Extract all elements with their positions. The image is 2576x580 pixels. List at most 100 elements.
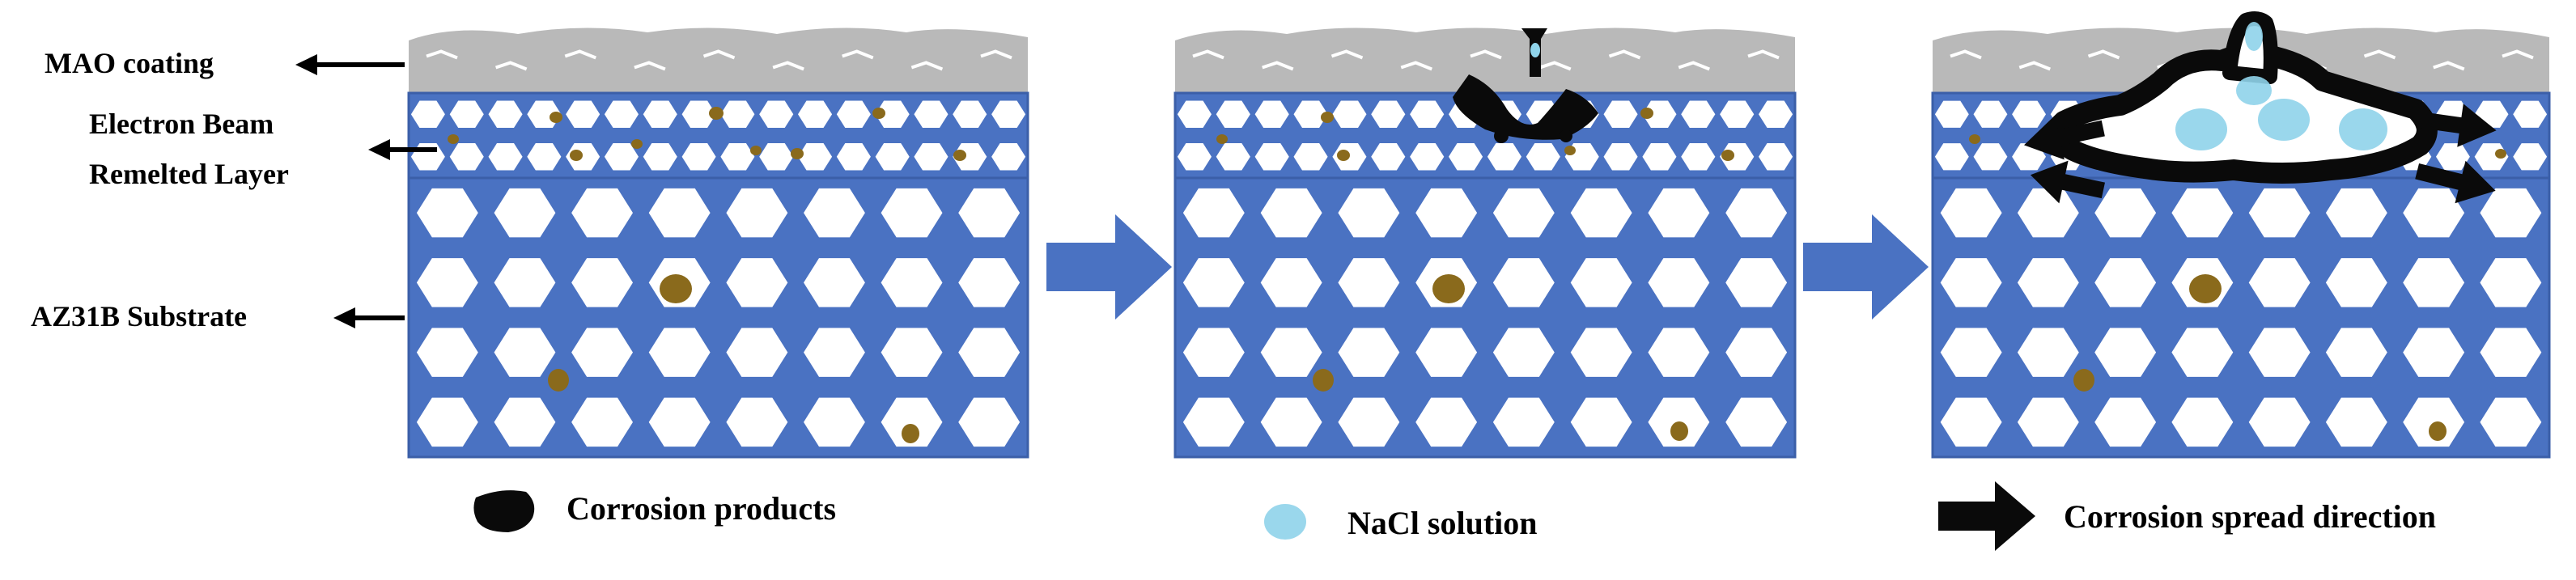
remelted-grains-hex — [953, 100, 987, 128]
stage-1-mao-coating — [409, 28, 1028, 93]
substrate-grains-hex — [726, 328, 788, 377]
substrate-grains-hex — [2017, 397, 2079, 447]
remelted-grains-hex — [1254, 100, 1289, 128]
stage-3-particles — [1969, 134, 2506, 441]
coating-texture — [1192, 49, 1780, 71]
remelted-grains-hex — [643, 143, 677, 171]
substrate-grains-hex — [2094, 258, 2157, 307]
remelted-grains-hex — [1410, 143, 1445, 171]
coating-texture-mark — [2018, 61, 2051, 71]
substrate-grains-hex — [1725, 328, 1788, 377]
label-mao-coating-arrow-head — [295, 54, 317, 75]
substrate-grains-hex — [2403, 188, 2465, 238]
coating-texture-mark — [2502, 49, 2534, 60]
substrate-grains-hex — [1725, 188, 1788, 238]
substrate-grains-hex — [2403, 397, 2465, 447]
substrate-grains-hex — [2325, 328, 2387, 377]
substrate-grains-hex — [1260, 397, 1322, 447]
remelted-grains-hex — [798, 143, 833, 171]
remelted-grains-hex — [1410, 100, 1445, 128]
substrate-grains-hex — [2480, 188, 2542, 238]
remelted-grains-hex — [1371, 100, 1406, 128]
substrate-grains-hex — [1415, 397, 1478, 447]
substrate-grains-hex — [1940, 397, 2002, 447]
remelted-grains-hex — [1177, 143, 1212, 171]
substrate-grains-hex — [494, 397, 556, 447]
coating-texture-mark — [1608, 49, 1641, 60]
substrate-grains-hex — [494, 258, 556, 307]
substrate-grains-hex — [571, 258, 633, 307]
remelted-grains-hex — [875, 100, 910, 128]
substrate-grains-hex — [1182, 397, 1245, 447]
substrate-grains-hex — [1338, 328, 1400, 377]
substrate-grains-hex — [958, 328, 1021, 377]
remelted-grains-hex — [836, 100, 871, 128]
remelted-grains-hex — [1371, 143, 1406, 171]
substrate-grains-hex — [2094, 328, 2157, 377]
substrate-grains-hex — [2017, 258, 2079, 307]
coating-texture-mark — [702, 49, 736, 60]
substrate-grains-hex — [648, 397, 711, 447]
coating-texture-mark — [980, 49, 1012, 60]
substrate-grains-hex — [2248, 188, 2311, 238]
remelted-grains-hex — [527, 143, 562, 171]
remelted-grains-hex — [1681, 100, 1716, 128]
substrate-grains-hex — [1940, 188, 2002, 238]
stage-3-panel — [1931, 11, 2551, 459]
substrate-grains-hex — [958, 188, 1021, 238]
substrate-grains-hex — [1492, 258, 1555, 307]
remelted-grains-hex — [759, 143, 794, 171]
remelted-grains-hex — [720, 143, 755, 171]
remelted-grains-hex — [2436, 143, 2470, 171]
substrate-grains — [1182, 188, 1788, 447]
substrate-grains-hex — [804, 397, 865, 447]
substrate-grains-hex — [1648, 188, 1710, 238]
substrate-grains-hex — [1492, 328, 1555, 377]
remelted-grains-hex — [2513, 143, 2548, 171]
coating-texture-mark — [1539, 61, 1572, 71]
substrate-grains-hex — [2171, 397, 2234, 447]
coating-texture-mark — [2363, 49, 2396, 60]
legend-nacl-label: NaCl solution — [1347, 505, 1538, 541]
remelted-grains-hex — [643, 100, 677, 128]
substrate-grains-hex — [571, 328, 633, 377]
substrate-grains-hex — [2094, 397, 2157, 447]
substrate-grains-hex — [726, 397, 788, 447]
substrate-grains-hex — [1182, 258, 1245, 307]
remelted-grains-hex — [1759, 100, 1793, 128]
remelted-grains-hex — [1973, 143, 2008, 171]
substrate-grains-hex — [726, 188, 788, 238]
remelted-grains-hex — [1332, 100, 1367, 128]
legend-corrosion-products-icon — [473, 490, 535, 532]
label-substrate-arrow-head — [333, 307, 355, 328]
remelted-grains-hex — [1934, 143, 1969, 171]
coating-texture-mark — [1747, 49, 1780, 60]
label-mao-coating: MAO coating — [45, 47, 214, 79]
substrate-grains-hex — [804, 328, 865, 377]
remelted-grains-hex — [1603, 100, 1638, 128]
stage-3-corrosion-cavity — [2023, 11, 2497, 204]
coating-texture-mark — [1678, 61, 1710, 71]
coating-texture-mark — [772, 61, 804, 71]
substrate-grains-hex — [2171, 188, 2234, 238]
label-substrate: AZ31B Substrate — [31, 300, 247, 332]
substrate-grains-hex — [1182, 188, 1245, 238]
remelted-grains-hex — [2012, 143, 2046, 171]
remelted-grains-hex — [2012, 100, 2046, 128]
coating-texture-mark — [1330, 49, 1364, 60]
remelted-grains-hex — [798, 100, 833, 128]
legend: Corrosion products NaCl solution Corrosi… — [473, 481, 2436, 551]
substrate-grains-hex — [2017, 188, 2079, 238]
substrate-grains-hex — [1260, 258, 1322, 307]
remelted-grains-hex — [759, 100, 794, 128]
substrate-grains-hex — [881, 328, 943, 377]
remelted-grains-hex — [1177, 100, 1212, 128]
substrate-grains-hex — [2325, 397, 2387, 447]
substrate-grains-hex — [1570, 397, 1632, 447]
remelted-grains-hex — [604, 143, 639, 171]
substrate-grains-hex — [1570, 258, 1632, 307]
substrate-grains-hex — [881, 397, 943, 447]
substrate-grains-hex — [2017, 328, 2079, 377]
remelted-grains-hex — [2513, 100, 2548, 128]
